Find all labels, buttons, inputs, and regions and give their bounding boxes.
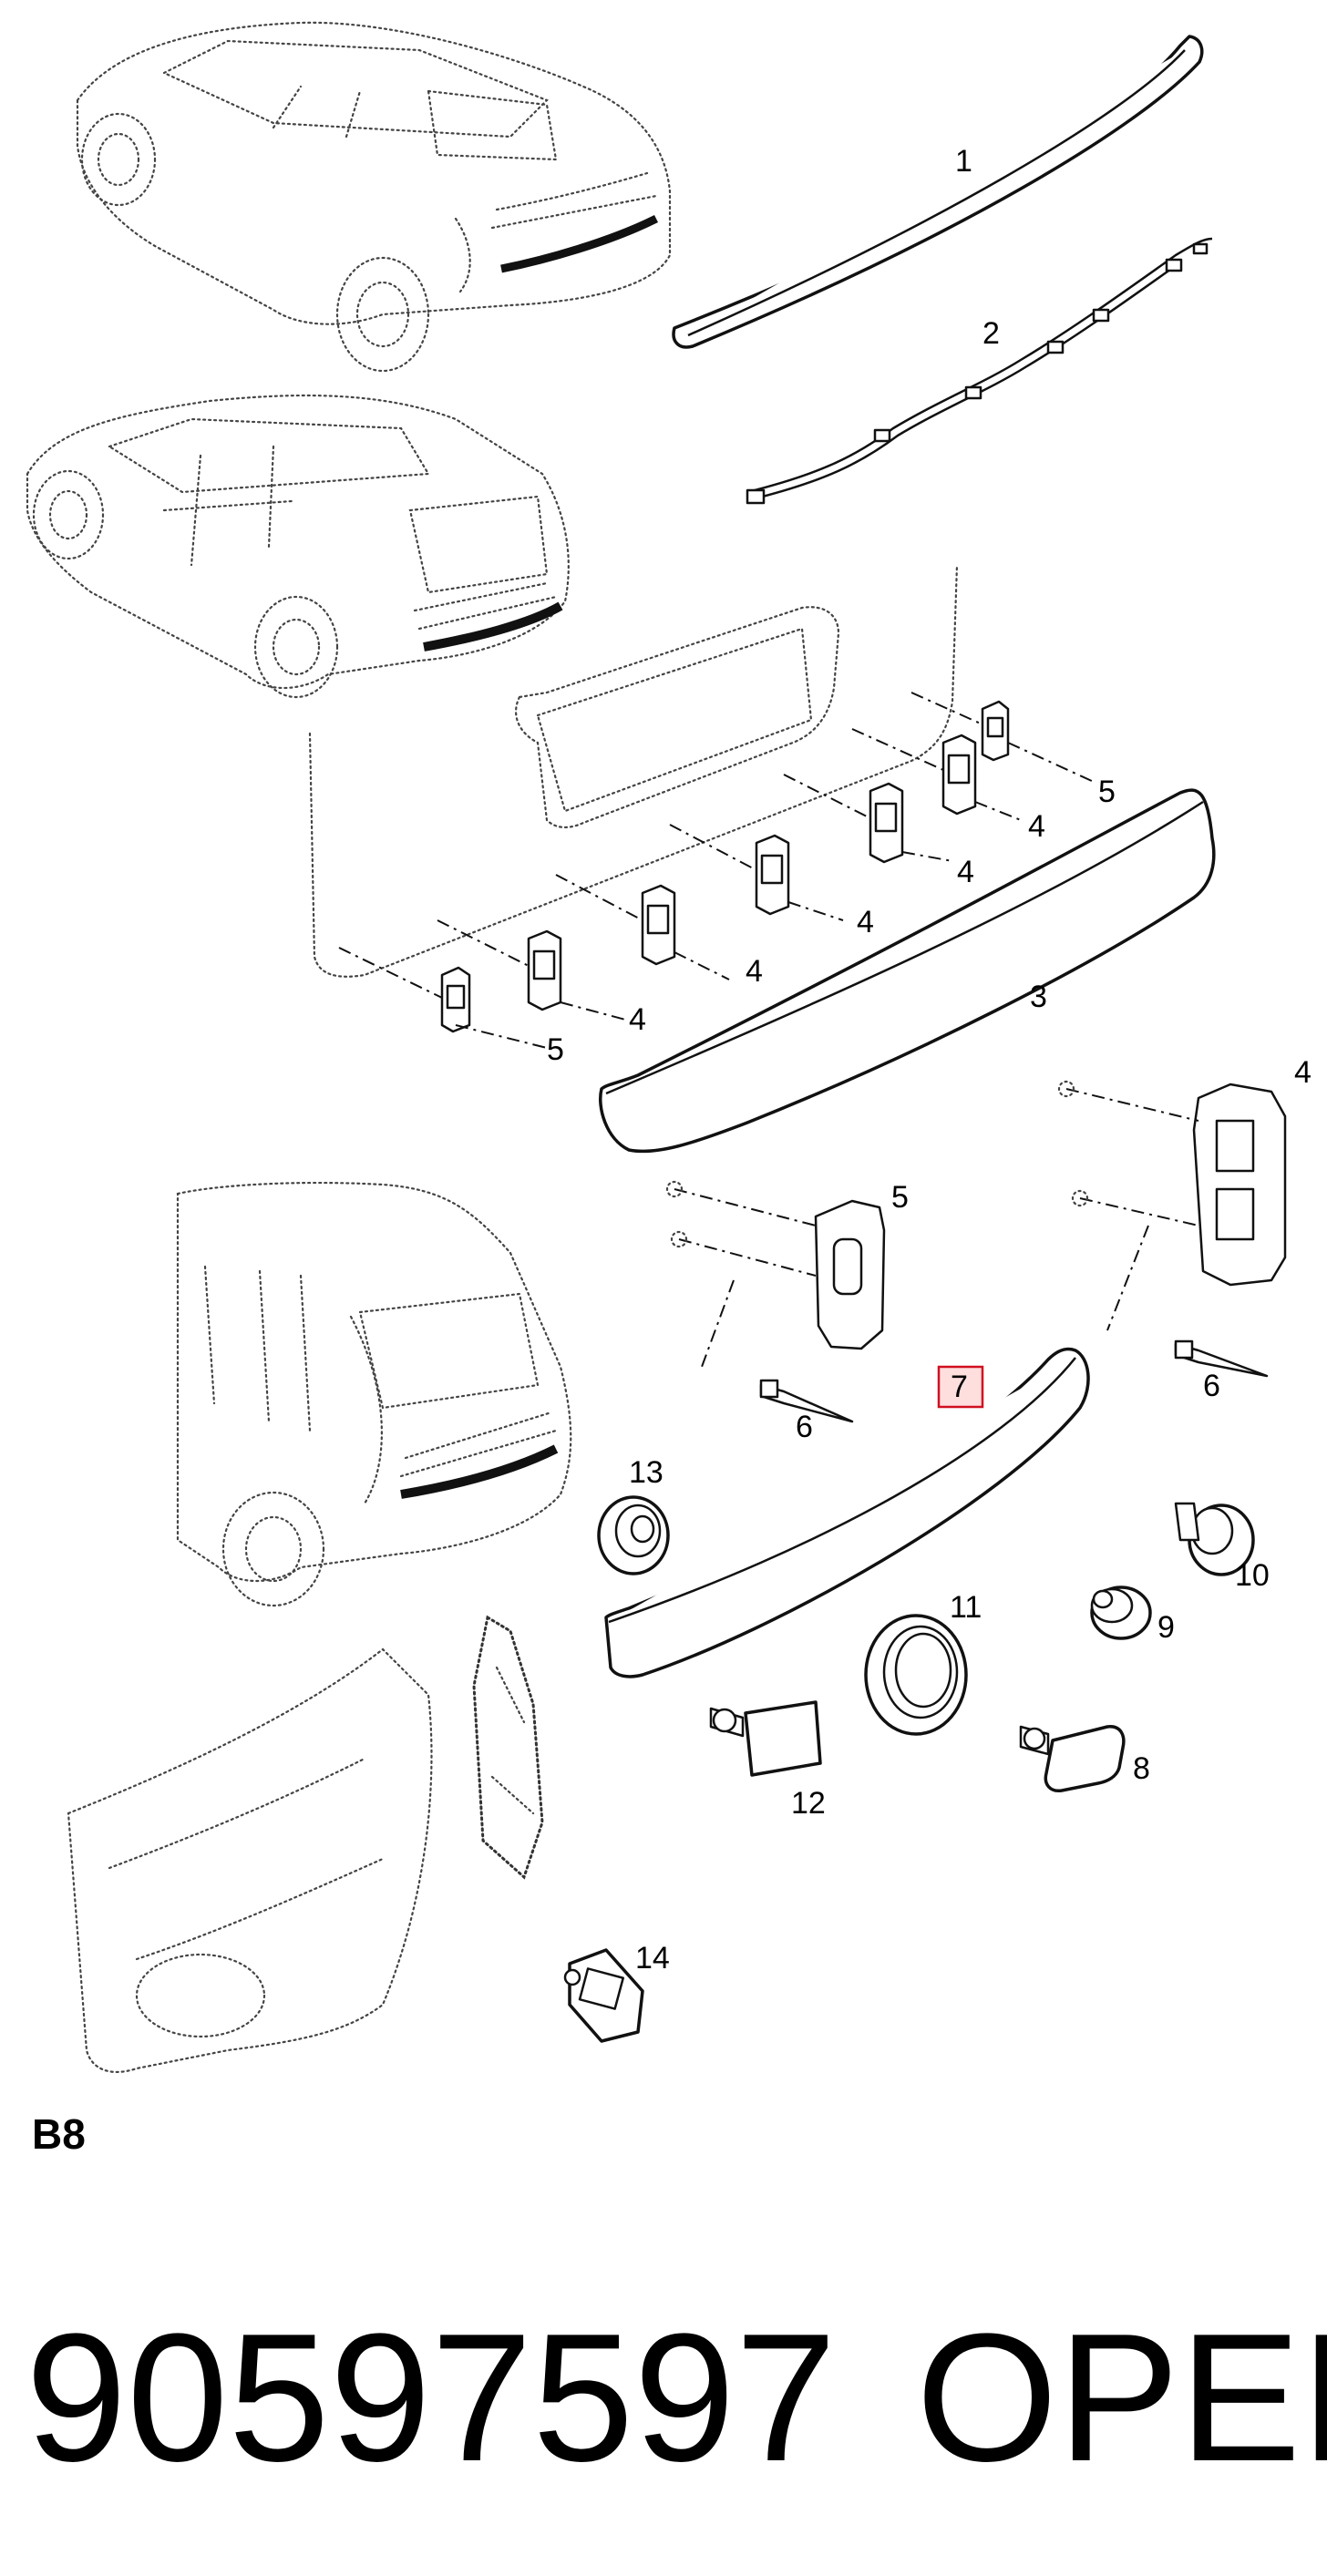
part-14-bracket: [563, 1948, 644, 2043]
callout-4: 4: [957, 855, 974, 889]
highlight-box-part-7: [937, 1365, 984, 1409]
callout-4: 4: [857, 905, 874, 939]
clip-row: [440, 700, 1010, 1033]
part-9-cap: [1090, 1586, 1152, 1640]
part-5-clip-detail: [665, 1180, 886, 1350]
tailgate-outline: [308, 563, 959, 978]
callout-4: 4: [1028, 809, 1045, 844]
callout-3: 3: [1030, 980, 1047, 1014]
callout-5: 5: [547, 1032, 564, 1067]
callout-12: 12: [791, 1786, 826, 1821]
part-number: 90597597: [26, 2296, 837, 2499]
brand-name: OPEL: [916, 2296, 1327, 2499]
part-12-bracket: [709, 1700, 822, 1777]
callout-14: 14: [635, 1941, 670, 1976]
callout-2: 2: [982, 316, 1000, 351]
section-label: B8: [32, 2110, 86, 2158]
callout-4: 4: [629, 1002, 646, 1037]
callout-4: 4: [1294, 1055, 1312, 1090]
part-4-clip-detail: [1057, 1080, 1287, 1287]
callout-9: 9: [1157, 1610, 1175, 1645]
callout-5: 5: [1098, 775, 1116, 809]
part-10-switch: [1174, 1502, 1255, 1576]
callout-13: 13: [629, 1455, 664, 1490]
part-6-pin-left: [701, 1279, 854, 1423]
callout-7: 7: [951, 1370, 968, 1404]
callout-6: 6: [796, 1410, 813, 1444]
callout-6: 6: [1203, 1369, 1220, 1403]
part-11-seal-ring: [864, 1614, 968, 1736]
callout-10: 10: [1235, 1558, 1270, 1593]
callout-4: 4: [746, 954, 763, 989]
callout-labels: 1 2 3 4 4 4 4 4 4 5 5 5 6 6 7 8 9 10 11 …: [547, 144, 1312, 1976]
leader-lines-row: [338, 692, 1095, 1049]
hatchback-car-illustration: [76, 21, 672, 373]
part-6-pin-right: [1106, 1225, 1269, 1378]
mpv-car-illustration: [176, 1181, 572, 1607]
callout-1: 1: [955, 144, 972, 179]
rear-body-panel-illustration: [67, 1615, 544, 2073]
part-8-cover: [1019, 1725, 1126, 1792]
callout-5: 5: [891, 1180, 909, 1215]
callout-8: 8: [1133, 1751, 1150, 1786]
part-13-grommet: [597, 1495, 670, 1575]
estate-car-illustration: [26, 394, 570, 699]
part-2-wiring-harness: [746, 237, 1213, 505]
callout-11: 11: [950, 1590, 982, 1625]
